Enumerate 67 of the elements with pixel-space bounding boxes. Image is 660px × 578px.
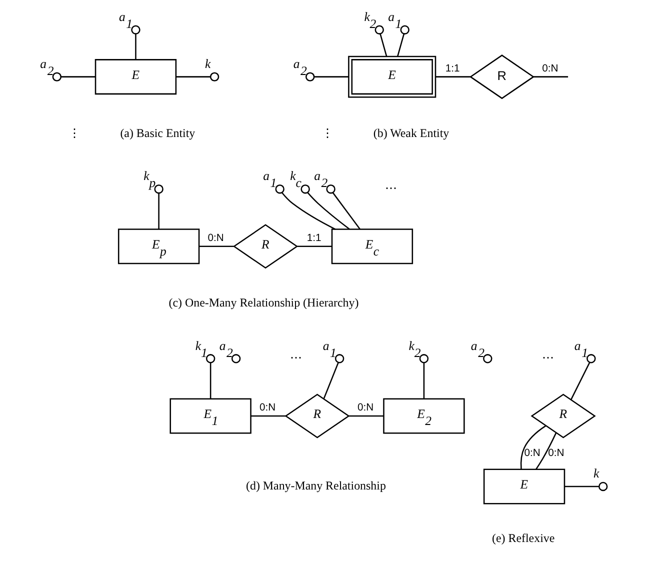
label: (b) Weak Entity [373,126,450,140]
connector [176,76,210,78]
node-circle [305,72,315,82]
connector [210,362,212,399]
connector [314,76,349,78]
label: ⋯ [384,180,397,195]
node-circle [419,354,429,364]
label: (a) Basic Entity [120,126,196,140]
node-circle [52,72,62,82]
connector [60,76,96,78]
edge-label: 1:1 [306,233,322,244]
label: (d) Many-Many Relationship [246,478,386,492]
connector [536,432,557,470]
connector [281,192,336,230]
label: ⋮ [68,126,80,140]
node-circle [275,184,284,194]
node-circle [374,25,384,34]
node-label: k [204,56,211,71]
node-circle [483,354,492,364]
node-circle [334,354,344,364]
node-circle [598,482,608,492]
node-diamond: R [284,394,350,438]
connector [564,486,599,488]
node-label: k [594,466,600,481]
connector [250,415,286,417]
node-circle [131,25,140,34]
edge-label: 0:N [542,64,558,75]
node-box: E [348,56,436,98]
node-circle [586,354,596,364]
connector [135,34,136,60]
node-box: E [483,468,566,504]
label: ⋯ [542,350,554,364]
edge-label: 0:N [260,402,276,414]
label: ⋮ [322,126,334,140]
connector [307,192,350,230]
connector [199,246,234,248]
connector [396,34,405,57]
node-diamond: R [232,224,298,269]
label: (e) Reflexive [492,531,555,546]
node-circle [231,354,241,364]
label: ⋯ [290,350,302,364]
node-diamond: R [530,394,596,438]
node-circle [206,354,216,364]
connector [520,425,546,470]
connector [423,362,425,399]
connector [533,76,568,78]
connector [332,192,361,230]
node-box: E [94,59,177,95]
node-diamond: R [469,54,535,100]
edge-label: 0:N [357,402,374,414]
connector [158,193,160,230]
edge-label: 0:N [524,448,540,460]
node-circle [326,184,336,194]
edge-label: 1:1 [445,64,460,75]
node-circle [400,25,410,34]
edge-label: 0:N [208,233,224,244]
edge-label: 0:N [548,448,564,460]
connector [436,76,470,78]
label: (c) One-Many Relationship (Hierarchy) [168,296,359,310]
node-circle [300,184,310,194]
connector [380,34,388,57]
node-circle [210,72,220,82]
connector [297,246,332,248]
connector [348,415,384,417]
connector [323,362,339,400]
node-circle [154,184,164,194]
connector [570,362,590,400]
